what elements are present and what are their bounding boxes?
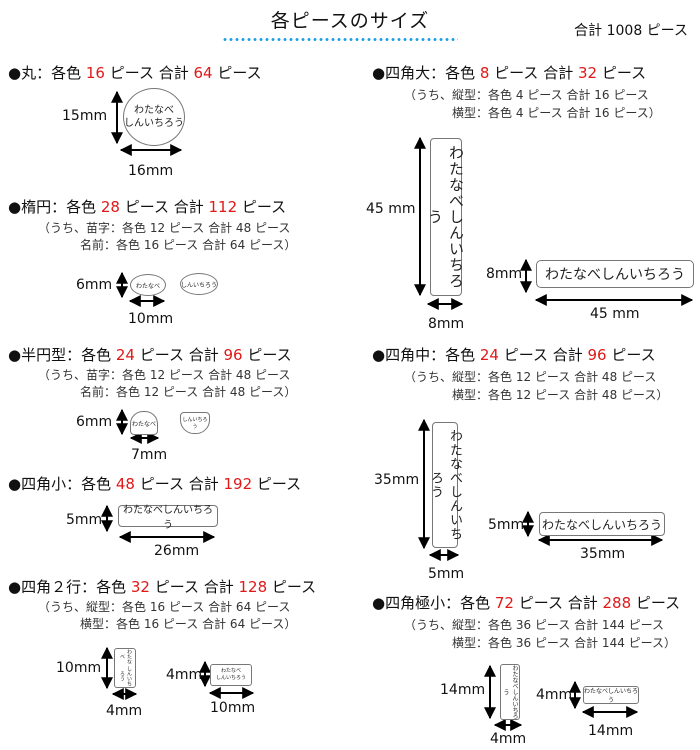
chu-sub-1: （うち、縦型：各色 12 ピース 合計 48 ピース (404, 370, 657, 384)
dai-heading: ●四角大：各色 8 ピース 合計 32 ピース (372, 64, 647, 82)
sho-width-label: 26mm (154, 543, 200, 559)
goku-h-width-label: 14mm (588, 723, 634, 739)
title-underline-dots (222, 38, 458, 41)
dai-sub-2: 横型：各色 4 ピース 合計 16 ピース） (452, 106, 661, 120)
hanen-sub-1: （うち、苗字：各色 12 ピース 合計 48 ピース (38, 368, 291, 382)
hanen-heading: ●半円型：各色 24 ピース 合計 96 ピース (8, 346, 292, 364)
maru-seal: わたなべ しんいちろう (123, 88, 185, 146)
dai-v-width-label: 8mm (428, 316, 465, 332)
two-line-h-height-label: 4mm (166, 667, 203, 683)
two-line-v-width-label: 4mm (106, 703, 143, 719)
maru-height-label: 15mm (62, 108, 108, 124)
page-title: 各ピースのサイズ (270, 10, 430, 32)
sho-heading: ●四角小：各色 48 ピース 合計 192 ピース (8, 475, 302, 493)
maru-per-color: 16 (85, 64, 105, 82)
goku-v-width-label: 4mm (490, 731, 527, 747)
chu-h-width-label: 35mm (580, 546, 626, 562)
two-line-heading: ●四角２行：各色 32 ピース 合計 128 ピース (8, 578, 317, 596)
dai-h-width-label: 45 mm (590, 306, 640, 322)
goku-sub-2: 横型：各色 36 ピース 合計 144 ピース） (452, 636, 677, 650)
maru-heading: ●丸：各色 16 ピース 合計 64 ピース (8, 64, 262, 82)
hanen-seal-given: しんいちろう (180, 412, 210, 434)
daen-seal-surname: わたなべ (130, 274, 166, 296)
goku-h-height-label: 4mm (536, 687, 573, 703)
daen-sub-1: （うち、苗字：各色 12 ピース 合計 48 ピース (38, 221, 291, 235)
chu-sub-2: 横型：各色 12 ピース 合計 48 ピース） (452, 388, 669, 402)
daen-width-label: 10mm (128, 311, 174, 327)
goku-h-seal: わたなべしんいちろう (583, 686, 639, 704)
sho-height-label: 5mm (66, 512, 103, 528)
dai-sub-1: （うち、縦型：各色 4 ピース 合計 16 ピース (404, 88, 649, 102)
maru-width-label: 16mm (128, 163, 174, 179)
goku-v-seal: わたなべしんいちろう (500, 664, 520, 720)
dai-v-height-label: 45 mm (366, 201, 416, 217)
dai-h-seal: わたなべしんいちろう (536, 260, 694, 288)
goku-sub-1: （うち、縦型：各色 36 ピース 合計 144 ピース (404, 618, 665, 632)
chu-heading: ●四角中：各色 24 ピース 合計 96 ピース (372, 346, 656, 364)
chu-v-seal: わたなべしんいちろう (428, 422, 462, 548)
daen-sub-2: 名前：各色 16 ピース 合計 64 ピース） (80, 238, 297, 252)
dai-h-height-label: 8mm (486, 266, 523, 282)
daen-seal-given: しんいちろう (180, 273, 218, 295)
goku-heading: ●四角極小：各色 72 ピース 合計 288 ピース (372, 594, 681, 612)
hanen-width-label: 7mm (131, 447, 168, 463)
two-line-v-height-label: 10mm (56, 660, 102, 676)
chu-h-seal: わたなべしんいちろう (539, 512, 665, 536)
two-line-sub-1: （うち、縦型：各色 16 ピース 合計 64 ピース (38, 600, 291, 614)
chu-v-height-label: 35mm (374, 472, 420, 488)
two-line-sub-2: 横型：各色 16 ピース 合計 64 ピース） (80, 617, 297, 631)
hanen-height-label: 6mm (76, 414, 113, 430)
daen-height-label: 6mm (76, 277, 113, 293)
two-line-h-width-label: 10mm (210, 700, 256, 716)
hanen-sub-2: 名前：各色 12 ピース 合計 48 ピース） (80, 385, 297, 399)
grand-total: 合計 1008 ピース (574, 23, 688, 39)
hanen-seal-surname: わたなべ (130, 411, 158, 435)
daen-heading: ●楕円：各色 28 ピース 合計 112 ピース (8, 198, 287, 216)
two-line-v-seal: わたなべしんいちろう (114, 648, 136, 688)
goku-v-height-label: 14mm (440, 682, 486, 698)
maru-total: 64 (193, 64, 213, 82)
sho-seal: わたなべしんいちろう (118, 505, 218, 531)
chu-h-height-label: 5mm (488, 517, 525, 533)
chu-v-width-label: 5mm (428, 566, 465, 582)
dai-v-seal: わたなべしんいちろう (426, 138, 465, 296)
two-line-h-seal: わたなべしんいちろう (210, 664, 252, 686)
